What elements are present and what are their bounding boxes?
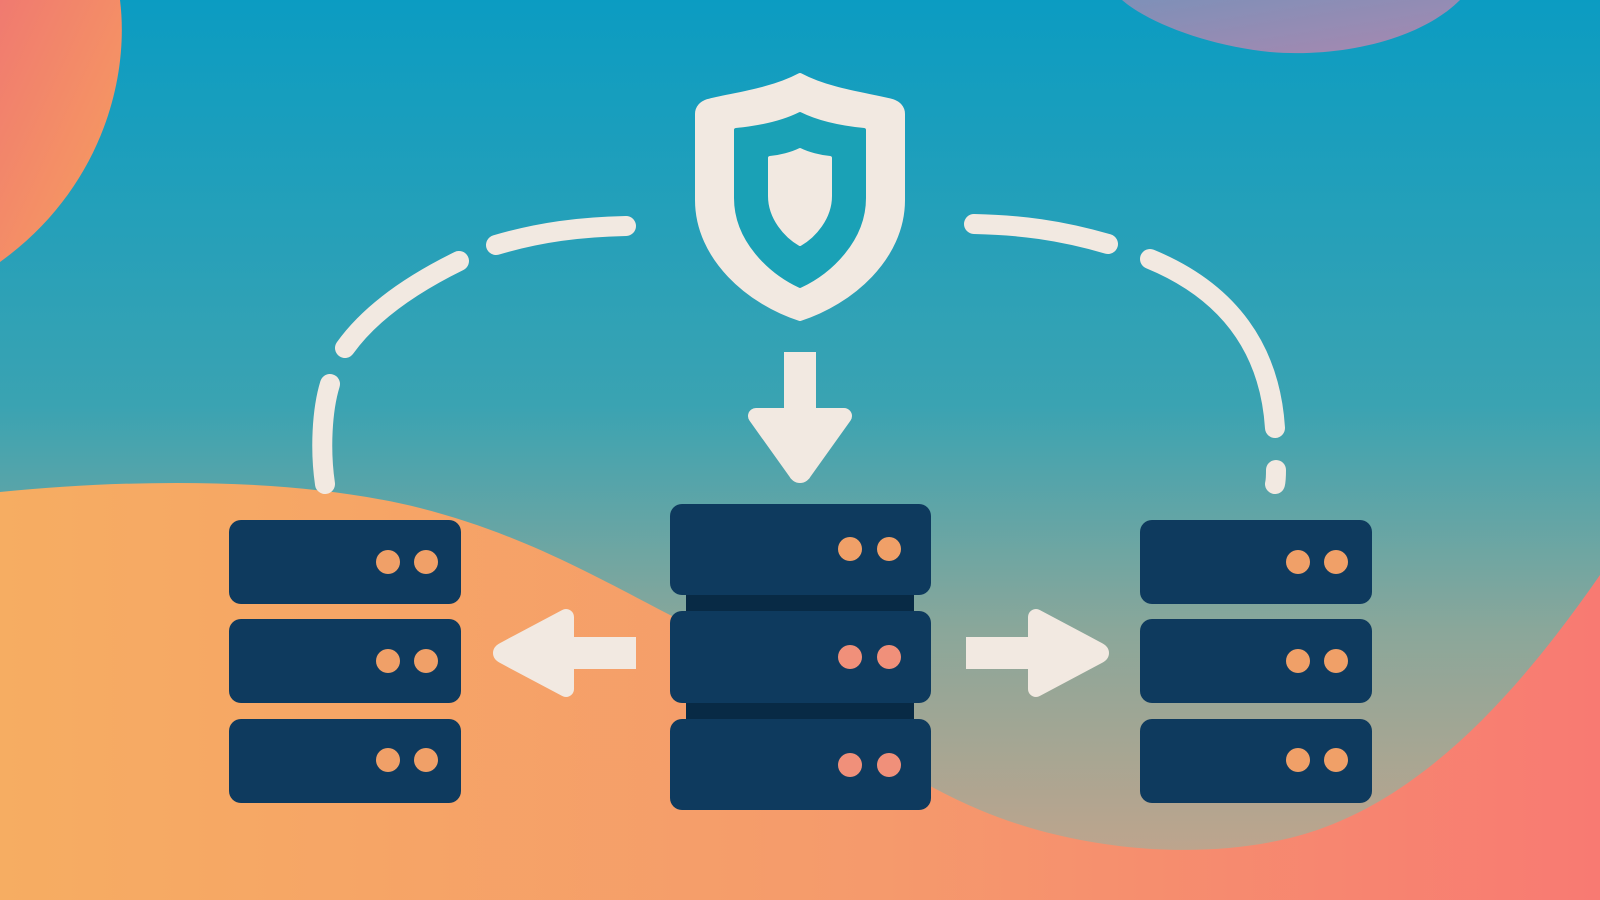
arrow-right-icon <box>966 609 1109 697</box>
background-blob-top-left <box>0 0 122 262</box>
server-unit <box>670 504 931 595</box>
dashed-arc-left <box>312 216 636 494</box>
dashed-arc-right <box>964 214 1286 494</box>
arrow-left-icon <box>493 609 636 697</box>
arrow-down-icon <box>748 352 852 483</box>
background-blob-top-right <box>1122 0 1460 54</box>
shield-icon <box>695 73 905 321</box>
server-unit <box>229 520 461 604</box>
server-rack-left-icon <box>229 520 461 803</box>
server-unit <box>1140 619 1372 703</box>
server-unit <box>670 719 931 810</box>
server-unit <box>1140 520 1372 604</box>
server-unit <box>229 619 461 703</box>
server-unit <box>1140 719 1372 803</box>
server-rack-right-icon <box>1140 520 1372 803</box>
server-rack-primary-icon <box>670 504 931 810</box>
server-unit <box>670 611 931 703</box>
server-unit <box>229 719 461 803</box>
